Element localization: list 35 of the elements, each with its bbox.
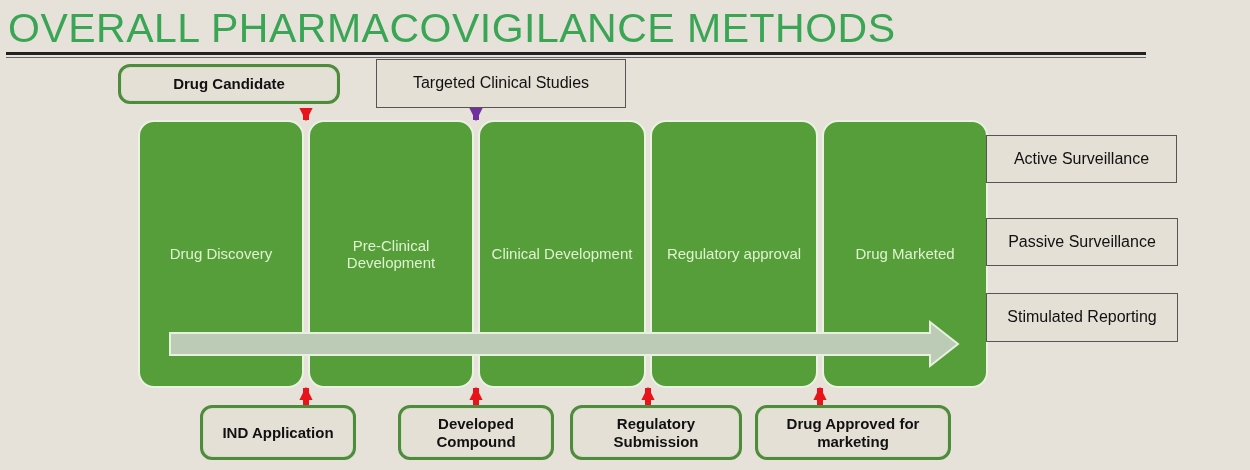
- node-label: Drug Approved for marketing: [785, 415, 921, 450]
- node-label: Pre-Clinical Development: [345, 236, 437, 272]
- arrow: [641, 386, 655, 405]
- phase-column: [650, 120, 818, 388]
- phase-column: [822, 120, 988, 388]
- arrow: [469, 386, 483, 405]
- method-box: [986, 293, 1178, 342]
- arrow: [299, 386, 313, 405]
- node-label: Regulatory approval: [666, 245, 802, 263]
- method-box: [986, 135, 1177, 183]
- node-label: Drug Discovery: [169, 245, 273, 263]
- arrow: [469, 108, 483, 122]
- node-label: Clinical Development: [491, 245, 633, 263]
- node-label: Developed Compound: [435, 415, 517, 450]
- method-box: [376, 59, 626, 108]
- node-label: Stimulated Reporting: [1007, 308, 1157, 327]
- milestone-box: [398, 405, 554, 460]
- title: OVERALL PHARMACOVIGILANCE METHODS: [8, 4, 896, 52]
- node-label: Targeted Clinical Studies: [412, 74, 590, 93]
- arrow: [299, 108, 313, 122]
- milestone-box: [755, 405, 951, 460]
- node-label: Drug Candidate: [173, 75, 285, 93]
- milestone-box: [118, 64, 340, 104]
- node-label: IND Application: [222, 423, 334, 442]
- method-box: [986, 218, 1178, 266]
- milestone-box: [570, 405, 742, 460]
- phase-column: [478, 120, 646, 388]
- phase-column: [308, 120, 474, 388]
- milestone-box: [200, 405, 356, 460]
- node-label: Drug Marketed: [855, 245, 955, 263]
- arrow: [813, 386, 827, 405]
- phase-column: [138, 120, 304, 388]
- node-label: Active Surveillance: [1013, 149, 1150, 169]
- node-label: Regulatory Submission: [612, 415, 700, 450]
- node-label: Passive Surveillance: [1008, 232, 1156, 252]
